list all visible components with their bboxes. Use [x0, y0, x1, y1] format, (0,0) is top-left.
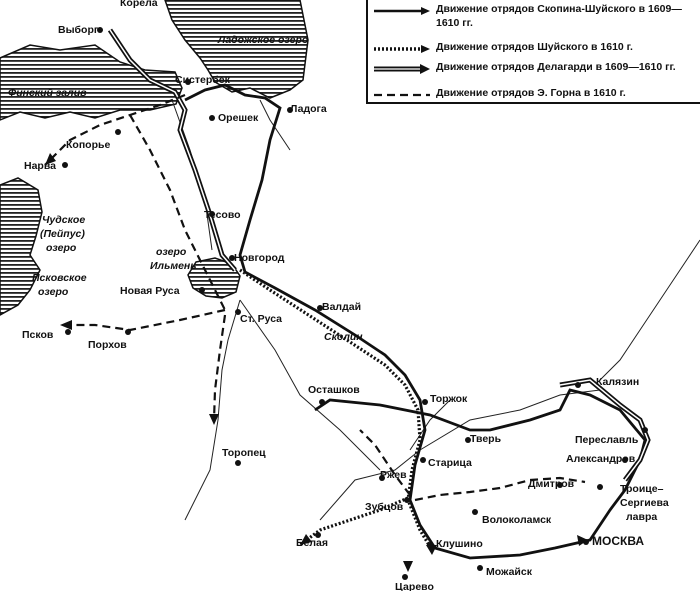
route-delagardi-inner: [109, 29, 236, 271]
legend-delagardi-text: Движение отрядов Делагарди в 1609—1610 г…: [436, 61, 676, 73]
city-kalyazin: Калязин: [596, 376, 639, 388]
route-gorn-4: [212, 314, 227, 421]
label-chudskoe-1: Чудское: [42, 214, 85, 226]
city-rzhev: Ржев: [380, 469, 407, 481]
city-dots: [62, 27, 648, 580]
legend-skopin-symbol: [374, 7, 430, 15]
label-chudskoe-2: (Пейпус): [40, 228, 85, 240]
legend-shuisky-symbol: [374, 45, 430, 53]
city-dmitrov: Дмитров: [528, 478, 575, 490]
city-zubtsov: Зубцов: [365, 501, 404, 513]
legend-delagardi: Движение отрядов Делагарди в 1609—1610 г…: [374, 60, 694, 74]
city-oreshek: Орешек: [218, 112, 259, 124]
legend-shuisky: Движение отрядов Шуйского в 1610 г.: [374, 40, 694, 54]
route-gorn-2: [129, 114, 226, 311]
city-ostashkov: Осташков: [308, 384, 360, 396]
route-gorn-6: [359, 429, 411, 496]
route-gorn-3: [60, 308, 226, 332]
city-aleksandrov: Александров: [566, 453, 636, 465]
city-novgorod: Новгород: [234, 252, 285, 264]
city-novaya-rusa: Новая Руса: [120, 285, 180, 297]
label-pskovskoe-2: озеро: [38, 286, 69, 298]
route-skopin: [184, 83, 647, 560]
legend-gorn: Движение отрядов Э. Горна в 1610 г.: [374, 86, 694, 100]
legend-gorn-symbol: [374, 93, 430, 97]
city-narva: Нарва: [24, 160, 56, 172]
city-tver: Тверь: [470, 433, 502, 445]
city-valdai: Валдай: [322, 301, 361, 313]
chudskoe-lake: [0, 177, 43, 316]
city-tesovo: Тесово: [204, 209, 241, 221]
city-korela: Корела: [120, 0, 158, 9]
route-shuisky-2: [299, 496, 409, 547]
city-mozhaisk: Можайск: [486, 566, 533, 578]
city-ladoga: Ладога: [290, 103, 327, 115]
city-troitse-3: лавра: [626, 511, 657, 523]
map-legend: Движение отрядов Скопина-Шуйского в 1609…: [366, 0, 700, 104]
city-porkhov: Порхов: [88, 339, 127, 351]
city-sisterbek: Систербек: [175, 74, 231, 86]
route-gorn-5: [414, 476, 586, 502]
arrowheads: [45, 153, 588, 572]
legend-skopin: Движение отрядов Скопина-Шуйского в 1609…: [374, 2, 694, 30]
city-moskva: МОСКВА: [592, 534, 644, 548]
legend-gorn-text: Движение отрядов Э. Горна в 1610 г.: [436, 87, 626, 99]
label-pskovskoe-1: Псковское: [32, 272, 87, 284]
label-chudskoe-3: озеро: [46, 242, 77, 254]
city-troitse-2: Сергиева: [620, 497, 669, 509]
city-toropets: Торопец: [222, 447, 266, 459]
city-pereslavl: Переславль: [575, 434, 639, 446]
city-volokolamsk: Волоколамск: [482, 514, 552, 526]
legend-shuisky-text: Движение отрядов Шуйского в 1610 г.: [436, 41, 633, 53]
city-belaya: Белая: [296, 537, 328, 549]
city-st-rusa: Ст. Руса: [240, 313, 282, 325]
city-skolin: Сколин: [324, 331, 363, 343]
label-ladoga-1: Ладожское озеро: [217, 34, 309, 46]
label-ilmen-2: Ильмень: [150, 260, 197, 272]
city-troitse-1: Троице–: [620, 483, 664, 495]
city-torzhok: Торжок: [430, 393, 468, 405]
city-pskov: Псков: [22, 329, 54, 341]
finsky-gulf: [0, 44, 183, 121]
legend-skopin-text: Движение отрядов Скопина-Шуйского в 1609…: [436, 3, 682, 29]
route-delagardi-2-inner: [559, 379, 649, 481]
city-klushino: Клушино: [436, 538, 483, 550]
city-tsarevo: Царево: [395, 581, 434, 591]
label-ilmen-1: озеро: [156, 246, 187, 258]
city-vyborg: Выборг: [58, 24, 99, 36]
city-kopore: Копорье: [66, 139, 110, 151]
label-finsky: Финский залив: [8, 87, 87, 99]
ladoga-lake: [164, 0, 309, 99]
route-delagardi-2: [559, 377, 651, 482]
legend-delagardi-symbol: [374, 64, 430, 74]
city-staritsa: Старица: [428, 457, 472, 469]
